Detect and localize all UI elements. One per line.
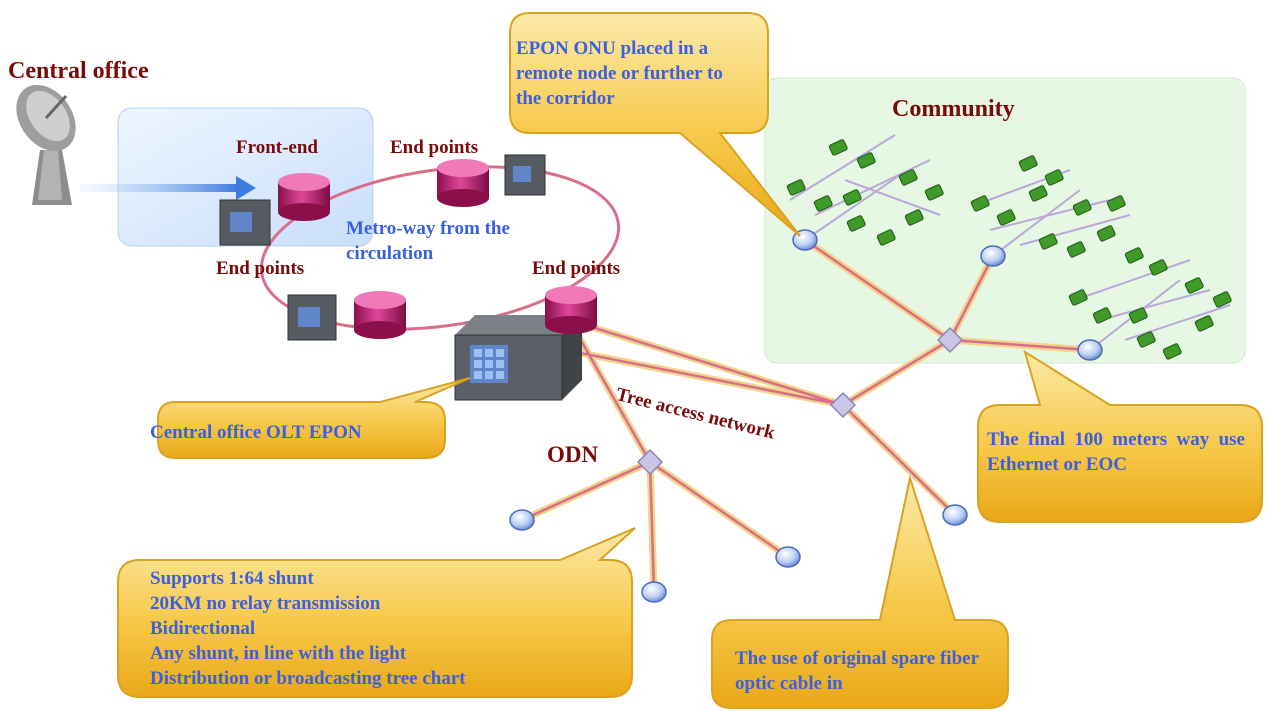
callout-odn-features-text: Supports 1:64 shunt 20KM no relay transm… xyxy=(150,566,550,691)
odn-feature-line: Supports 1:64 shunt xyxy=(150,568,314,589)
community-label: Community xyxy=(892,96,1015,122)
callout-odn-features xyxy=(117,527,636,698)
central-office-label: Central office xyxy=(8,58,149,84)
endpoint-cylinder-top xyxy=(437,159,489,207)
odn-feature-line: Distribution or broadcasting tree chart xyxy=(150,668,466,689)
end-points-label-right: End points xyxy=(532,258,621,279)
callout-olt xyxy=(157,377,471,459)
endpoint-cylinder-right xyxy=(545,286,597,334)
callout-olt-text: Central office OLT EPON xyxy=(150,422,362,443)
signal-arrow xyxy=(80,176,256,200)
end-points-label-top: End points xyxy=(390,137,479,158)
onu-nodes xyxy=(509,229,1103,603)
odn-feature-line: Bidirectional xyxy=(150,618,256,639)
server-top-right xyxy=(504,154,546,196)
end-points-label-left: End points xyxy=(216,258,305,279)
splitter-icons xyxy=(636,326,964,476)
callout-spare-fiber xyxy=(711,474,1009,709)
odn-feature-line: Any shunt, in line with the light xyxy=(150,643,407,664)
metro-ring xyxy=(259,165,621,331)
callout-epon-onu-text: EPON ONU placed in a remote node or furt… xyxy=(516,38,723,109)
odn-label: ODN xyxy=(547,442,599,467)
front-end-label: Front-end xyxy=(236,137,318,158)
metro-way-label: Metro-way from the circulation xyxy=(346,218,510,264)
community-buildings xyxy=(786,139,1232,360)
callout-spare-fiber-text: The use of original spare fiber optic ca… xyxy=(735,648,979,694)
odn-feature-line: 20KM no relay transmission xyxy=(150,593,381,614)
callout-epon-onu xyxy=(509,12,801,237)
callout-final-100m-text: The final 100 meters way use Ethernet or… xyxy=(987,429,1245,475)
endpoint-cylinder-left xyxy=(354,291,406,339)
satellite-dish-icon xyxy=(16,84,76,205)
callout-final-100m xyxy=(977,349,1263,523)
server-left xyxy=(287,294,337,341)
endpoint-cylinder-front-end xyxy=(278,173,330,221)
server-front-end xyxy=(219,199,271,246)
